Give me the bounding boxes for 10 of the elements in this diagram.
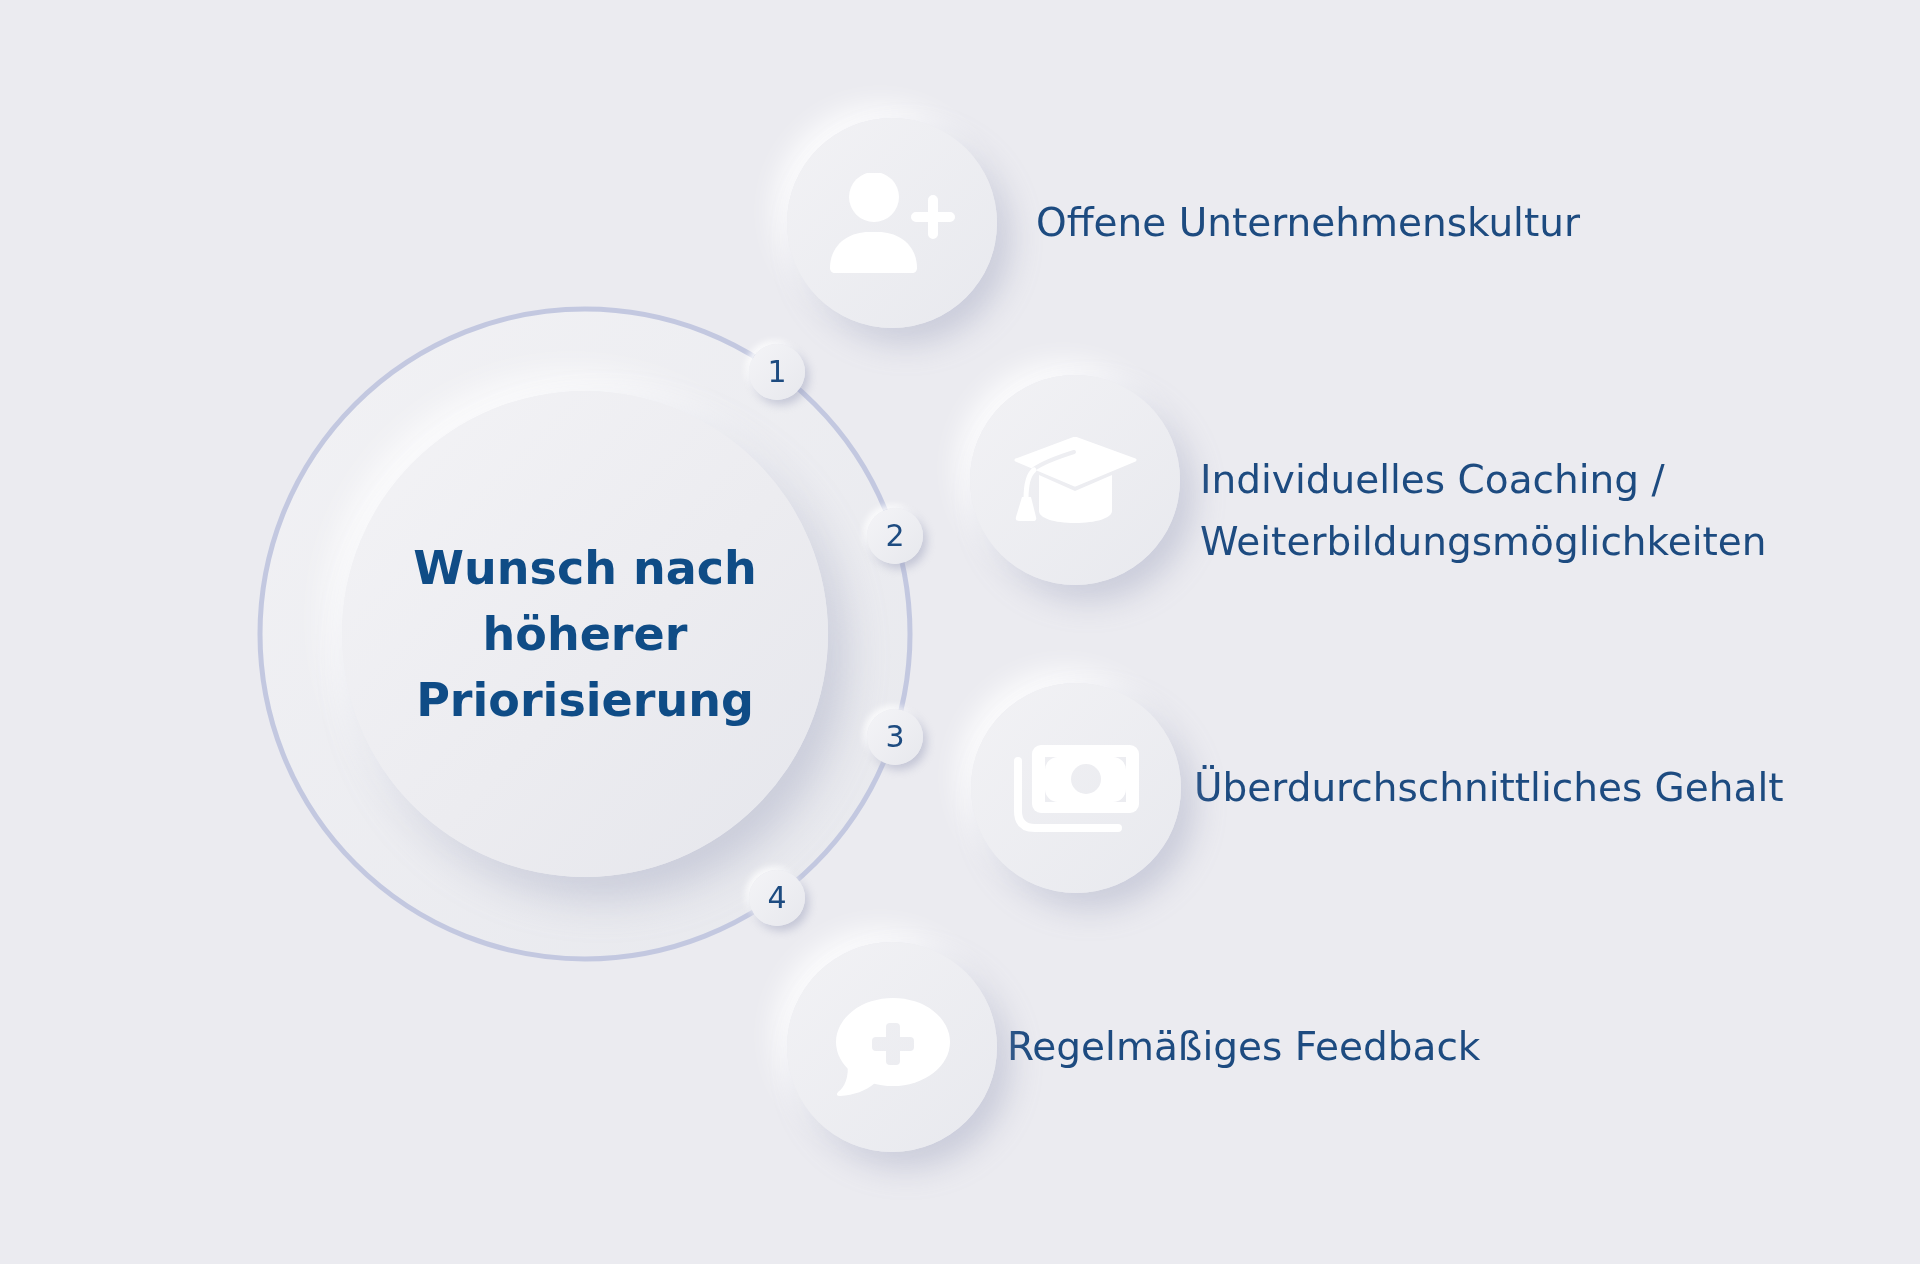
- center-title: Wunsch nach höherer Priorisierung: [412, 540, 758, 729]
- item-label: Regelmäßiges Feedback: [1007, 1023, 1481, 1071]
- step-number: 4: [767, 881, 787, 915]
- step-number: 2: [885, 519, 905, 553]
- item-label: Offene Unternehmenskultur: [1036, 199, 1580, 247]
- item-label: Überdurchschnittliches Gehalt: [1194, 764, 1784, 812]
- step-number: 1: [767, 355, 787, 389]
- step-number: 3: [885, 720, 905, 754]
- item-label: Individuelles Coaching / Weiterbildungsmöglichkeiten: [1200, 456, 1768, 566]
- number-circle: [867, 709, 923, 765]
